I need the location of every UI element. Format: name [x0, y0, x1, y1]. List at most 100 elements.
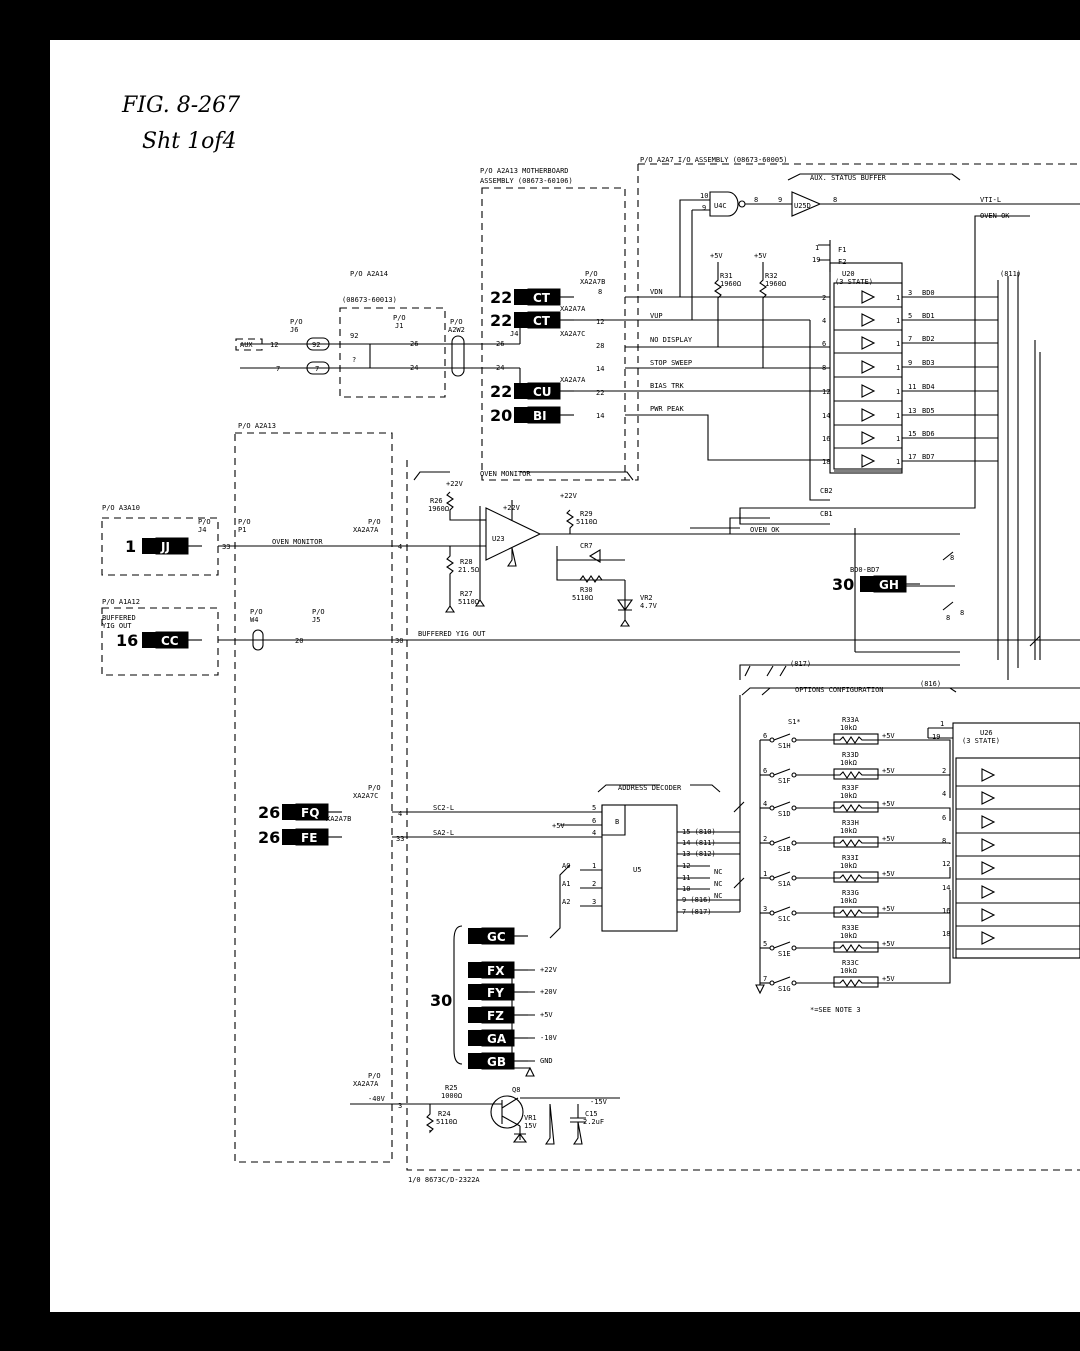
- sig-sa2-l: SA2-L: [433, 829, 454, 837]
- address-decoder-title: ADDRESS DECODER: [618, 784, 682, 792]
- aux-buffer-gates: [690, 173, 1080, 529]
- aux-pin12: 12: [270, 341, 278, 349]
- u20-out-pin: 1: [896, 317, 900, 325]
- jj-pin33: 33: [222, 543, 230, 551]
- switch-contact: [769, 772, 775, 778]
- u20-in-pin: 14: [822, 412, 830, 420]
- u26-state: (3 STATE): [962, 737, 1000, 745]
- c15-label: C15: [585, 1110, 598, 1118]
- supply-label: +5V: [540, 1011, 553, 1019]
- resistor-box: [833, 906, 879, 918]
- buffer-gate: [861, 336, 876, 350]
- switch-resistor-value: 10kΩ: [840, 759, 857, 767]
- switch-lever: [773, 941, 791, 949]
- u20-out-num: 13: [908, 407, 916, 415]
- tag-code: GB: [487, 1055, 506, 1069]
- tag-number: 20: [490, 406, 512, 425]
- tag-marker: [468, 984, 482, 1000]
- u26-in-pin: 6: [942, 814, 946, 822]
- switch-wire: [796, 913, 951, 952]
- r26-label: R26: [430, 497, 443, 505]
- xa2a7b-label2: XA2A7B: [326, 815, 351, 823]
- j4-pin8: 8: [598, 288, 602, 296]
- switch-resistor-value: 10kΩ: [840, 967, 857, 975]
- switch-pin: 1: [763, 870, 767, 878]
- oven-monitor-title: OVEN MONITOR: [480, 470, 531, 478]
- buffer-gate: [861, 384, 876, 398]
- aux-buffer-title: AUX. STATUS BUFFER: [810, 174, 887, 182]
- switch-contact: [769, 910, 775, 916]
- decoder-5v: +5V: [552, 822, 565, 830]
- switch-resistor-name: R33I: [842, 854, 859, 862]
- r28-label: R28: [460, 558, 473, 566]
- vr1-label: VR1: [524, 1114, 537, 1122]
- buffer-gate: [981, 908, 996, 922]
- buffer-gate: [861, 431, 876, 445]
- u26-in-pin: 8: [942, 837, 946, 845]
- buffer-gate: [861, 408, 876, 422]
- xa2a7c-label4: XA2A7C: [353, 792, 378, 800]
- options-config-title: OPTIONS CONFIGURATION: [795, 686, 884, 694]
- buffer-gate: [981, 791, 996, 805]
- bus-bit-label: BD4: [922, 383, 935, 391]
- supply-label: GND: [540, 1057, 553, 1065]
- u23-label: U23: [492, 535, 505, 543]
- u20-out-num: 17: [908, 453, 916, 461]
- resistor-box: [833, 871, 879, 883]
- switch-name: S1C: [778, 915, 791, 923]
- tag-marker: [468, 962, 482, 978]
- j4-pin14: 14: [596, 365, 604, 373]
- a1a12-label: P/O A1A12: [102, 598, 140, 606]
- aux-pin7: 7: [276, 365, 280, 373]
- switch-pin: 6: [763, 767, 767, 775]
- decoder-pin4: 4: [592, 829, 596, 837]
- resistor-box: [833, 941, 879, 953]
- annotation-line2: Sht 1of4: [142, 129, 236, 154]
- options-configuration: [755, 687, 957, 995]
- address-pin: 2: [592, 880, 596, 888]
- u5-b: B: [615, 818, 619, 826]
- a2a7-label: P/O A2A7 I/O ASSEMBLY (08673-60005): [640, 156, 788, 164]
- r32-supply: +5V: [754, 252, 767, 260]
- u20-out-pin: 1: [896, 458, 900, 466]
- switch-resistor-value: 10kΩ: [840, 827, 857, 835]
- u20-in-pin: 12: [822, 388, 830, 396]
- tag-number: 30: [832, 575, 854, 594]
- j6-pin7: 7: [315, 365, 319, 373]
- r30-label: R30: [580, 586, 593, 594]
- j4-pin12: 12: [596, 318, 604, 326]
- tag-number: 22: [490, 382, 512, 401]
- switch-pullup: +5V: [882, 905, 895, 913]
- w4-po: P/O: [250, 608, 263, 616]
- oven-pin4: 4: [398, 543, 402, 551]
- sig-neg15v: -15V: [590, 1098, 608, 1106]
- tag-number: 22: [490, 311, 512, 330]
- a2a13-label: P/O A2A13: [238, 422, 276, 430]
- tag-marker: [282, 804, 296, 820]
- buffer-gate: [861, 454, 876, 468]
- switch-resistor-name: R33G: [842, 889, 859, 897]
- address-input: A1: [562, 880, 570, 888]
- bus-bd0-bd7: BD0-BD7: [850, 566, 880, 574]
- resistor-box: [833, 768, 879, 780]
- u20-in-pin: 16: [822, 435, 830, 443]
- a3a10-j4-po: P/O: [198, 518, 211, 526]
- r27-value: 5110Ω: [458, 598, 479, 606]
- buffer-gate: [981, 838, 996, 852]
- u26-pin19: 19: [932, 733, 940, 741]
- r25-label: R25: [445, 1084, 458, 1092]
- tag-code: BI: [533, 409, 547, 423]
- neg40v-regulator: [350, 1095, 620, 1145]
- switch-contact: [769, 945, 775, 951]
- switch-name: S1E: [778, 950, 791, 958]
- buffer-gate: [981, 931, 996, 945]
- address-input: A2: [562, 898, 570, 906]
- switch-contact: [791, 772, 797, 778]
- j6-po: P/O: [290, 318, 303, 326]
- oven-monitor-circuit: [392, 471, 960, 627]
- bus-count2: 8: [960, 609, 964, 617]
- aux-connector-group: [235, 335, 490, 377]
- oven-22v-a: +22V: [446, 480, 464, 488]
- u26-in-pin: 12: [942, 860, 950, 868]
- u26-buffer: [927, 722, 1080, 959]
